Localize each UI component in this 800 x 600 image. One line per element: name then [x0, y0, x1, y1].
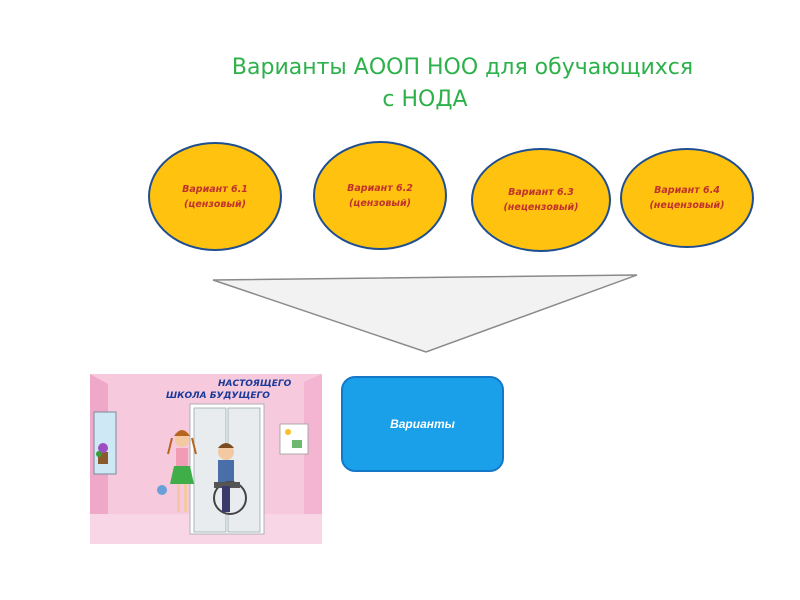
variant-label: Вариант 6.2 (цензовый) [347, 182, 413, 209]
result-box: Варианты [341, 376, 504, 472]
variant-label: Вариант 6.4 (нецензовый) [649, 185, 725, 211]
result-box-label: Варианты [390, 417, 455, 431]
variant-6-3-ellipse: Вариант 6.3 (нецензовый) [471, 148, 611, 252]
title-line-2: с НОДА [382, 87, 468, 112]
variant-label: Вариант 6.1 (цензовый) [182, 183, 248, 210]
variant-6-1-ellipse: Вариант 6.1 (цензовый) [148, 142, 282, 251]
sign-text-top: НАСТОЯЩЕГО [218, 379, 292, 389]
diagram-title: Варианты АООП НОО для обучающихся с НОДА [0, 52, 800, 116]
variant-6-4-ellipse: Вариант 6.4 (нецензовый) [620, 148, 754, 248]
school-illustration: НАСТОЯЩЕГО ШКОЛА БУДУЩЕГО [90, 374, 322, 544]
variant-6-2-ellipse: Вариант 6.2 (цензовый) [313, 141, 447, 250]
title-line-1: Варианты АООП НОО для обучающихся [231, 55, 694, 80]
sign-text-bottom: ШКОЛА БУДУЩЕГО [166, 391, 270, 401]
funnel-triangle [212, 274, 638, 353]
variant-label: Вариант 6.3 (нецензовый) [503, 187, 579, 213]
